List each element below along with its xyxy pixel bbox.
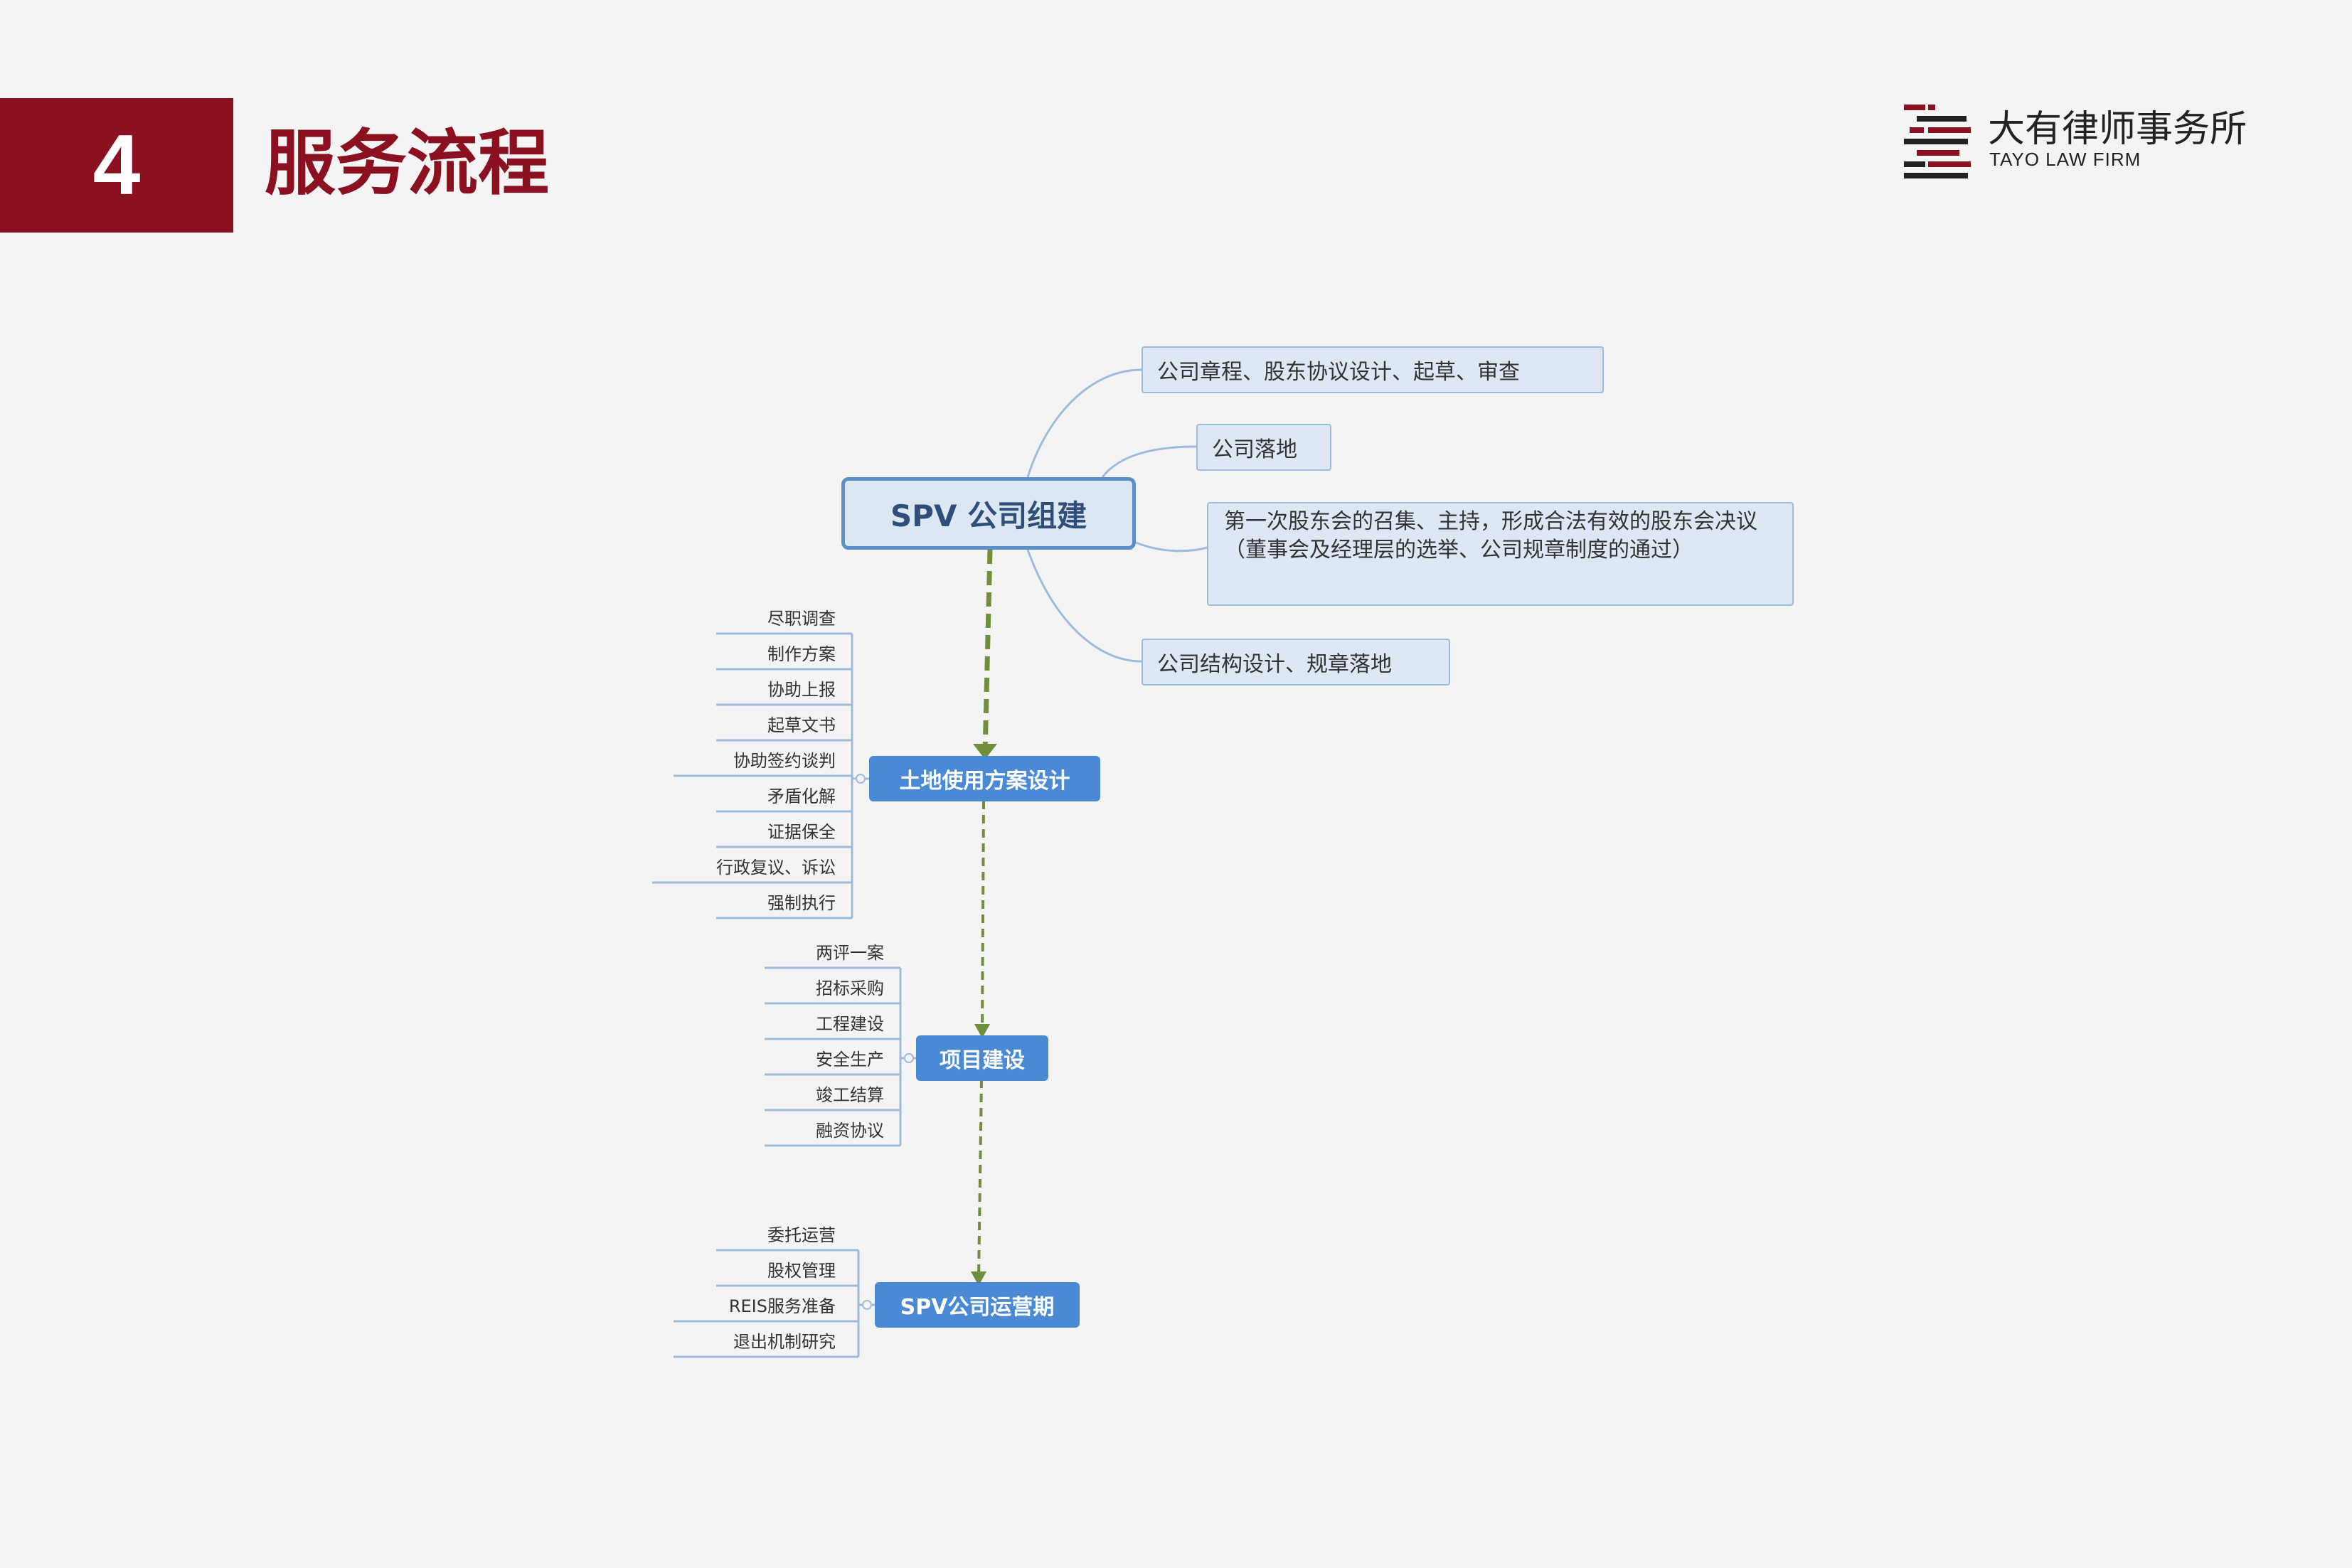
leaf-item: 尽职调查 [767, 609, 836, 629]
branch-connector [1026, 549, 1142, 663]
leaf-item: REIS服务准备 [728, 1296, 836, 1316]
leaf-item: 融资协议 [816, 1121, 884, 1141]
leaf-item: 行政复议、诉讼 [716, 858, 836, 878]
branch-connector [1135, 541, 1208, 553]
stage-construction: 项目建设 [916, 1035, 1048, 1081]
branch-connector [1026, 368, 1142, 478]
firm-name-cn: 大有律师事务所 [1988, 108, 2247, 151]
page-title: 服务流程 [265, 122, 549, 205]
stage-land-plan: 土地使用方案设计 [869, 756, 1100, 801]
leaf-item: 协助签约谈判 [733, 751, 836, 771]
leaf-item: 证据保全 [767, 822, 836, 842]
leaf-item: 安全生产 [816, 1050, 884, 1070]
leaf-item: 两评一案 [816, 943, 884, 963]
branch-node-articles: 公司章程、股东协议设计、起草、审查 [1142, 346, 1604, 393]
stage-operation: SPV公司运营期 [875, 1282, 1080, 1328]
flow-arrowhead [973, 744, 997, 759]
leaf-junction [862, 1300, 872, 1310]
leaf-item: 退出机制研究 [733, 1332, 836, 1352]
branch-node-landing: 公司落地 [1196, 424, 1331, 471]
leaf-item: 竣工结算 [816, 1085, 884, 1105]
leaf-junction [856, 774, 866, 784]
leaf-item: 委托运营 [767, 1225, 836, 1245]
leaf-item: 矛盾化解 [767, 786, 836, 806]
branch-node-structure: 公司结构设计、规章落地 [1142, 639, 1450, 686]
flow-arrow [982, 549, 993, 754]
tayo-logo-icon [1904, 105, 1971, 178]
root-node: SPV 公司组建 [841, 477, 1136, 550]
flow-arrow [977, 1079, 983, 1279]
section-number-block [0, 98, 233, 233]
flow-arrow [981, 800, 985, 1032]
leaf-item: 起草文书 [767, 715, 836, 735]
section-number: 4 [92, 117, 141, 213]
firm-name-en: TAYO LAW FIRM [1989, 149, 2141, 170]
branch-node-shareholder-meeting: 第一次股东会的召集、主持，形成合法有效的股东会决议（董事会及经理层的选举、公司规… [1207, 502, 1794, 606]
flow-arrowhead [971, 1271, 986, 1286]
leaf-junction [904, 1053, 914, 1063]
leaf-item: 制作方案 [767, 644, 836, 664]
leaf-item: 协助上报 [767, 680, 836, 700]
leaf-item: 强制执行 [767, 893, 836, 913]
branch-connector [1101, 445, 1197, 478]
leaf-item: 招标采购 [816, 978, 884, 998]
leaf-item: 工程建设 [816, 1014, 884, 1034]
leaf-item: 股权管理 [767, 1261, 836, 1281]
flow-arrowhead [974, 1024, 990, 1038]
